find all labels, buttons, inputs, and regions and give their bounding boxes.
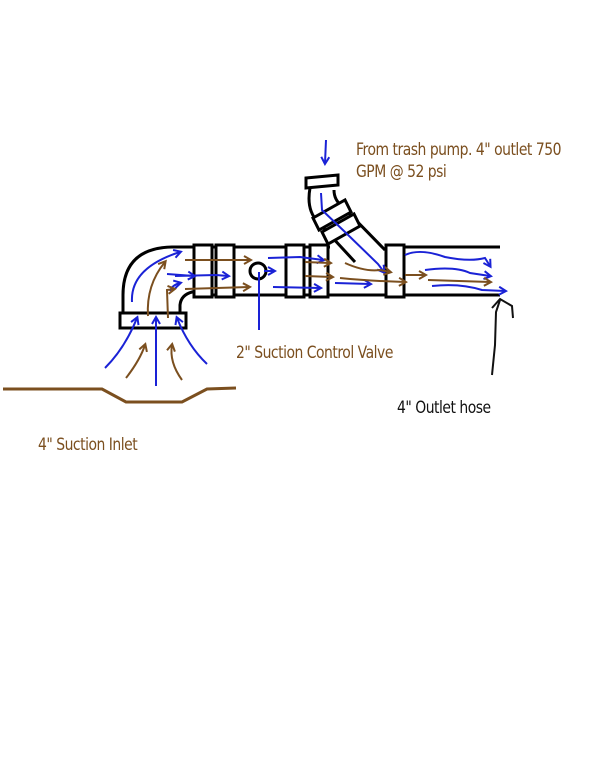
debris-flow-arrows <box>125 260 490 381</box>
pump-spec-line-1: From trash pump. 4" outlet 750 <box>356 140 561 160</box>
elbow-pipe <box>121 245 195 313</box>
valve-label: 2" Suction Control Valve <box>236 343 393 363</box>
suction-inlet-flange <box>118 311 188 330</box>
water-flow-arrows <box>104 139 505 386</box>
ground-line <box>3 386 237 404</box>
pump-spec-label: From trash pump. 4" outlet 750 GPM @ 52 … <box>356 139 561 183</box>
pump-spec-line-2: GPM @ 52 psi <box>356 162 447 182</box>
outlet-hose-label: 4" Outlet hose <box>397 398 491 418</box>
outlet-pointer-arrow <box>491 297 514 376</box>
suction-control-valve <box>248 261 268 330</box>
suction-inlet-label: 4" Suction Inlet <box>38 435 138 455</box>
